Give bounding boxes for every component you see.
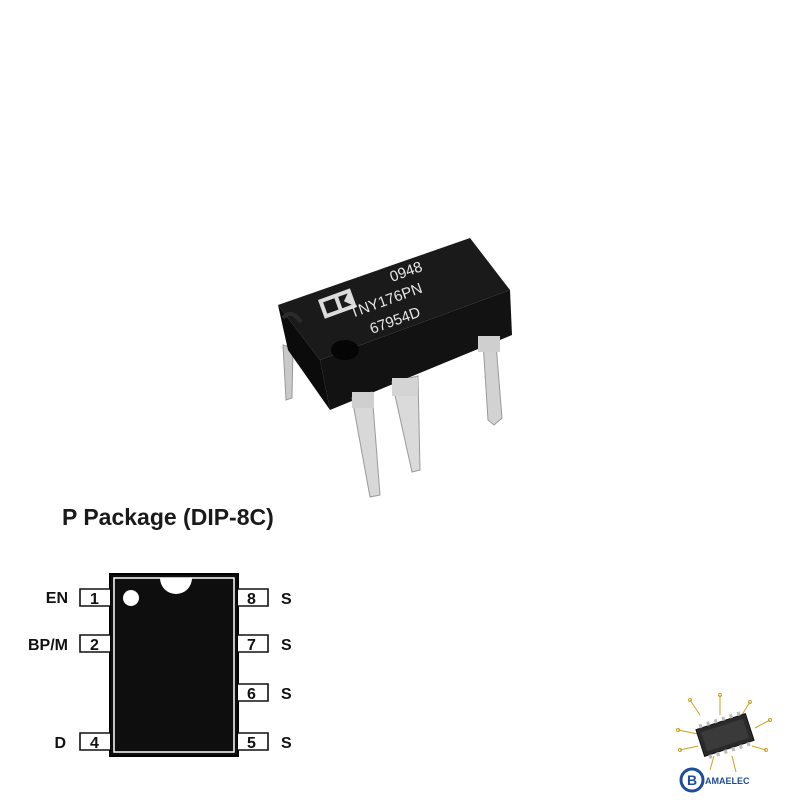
pin-number: 7 — [247, 637, 256, 654]
ic-notch — [160, 578, 192, 594]
ic-body-outline — [113, 577, 235, 753]
pin-number: 8 — [247, 591, 256, 608]
pin-number: 1 — [90, 591, 99, 608]
pin-name: EN — [46, 590, 68, 607]
pin-4: 4 D — [54, 732, 110, 752]
pin-6: 6 S — [238, 683, 292, 703]
pin-number: 5 — [247, 735, 256, 752]
pin-8: 8 S — [238, 588, 292, 608]
pin-name: D — [54, 735, 66, 752]
pin-name: S — [281, 637, 292, 654]
chip-leg — [482, 341, 503, 426]
pin-name: S — [281, 686, 292, 703]
chip-leg-shoulder — [392, 378, 418, 396]
pin1-dot — [123, 590, 139, 606]
chip-notch — [281, 311, 303, 324]
pin-5: 5 S — [238, 732, 292, 752]
chip-photo: 0948 TNY176PN 67954D — [278, 238, 512, 498]
brand-letter: B — [687, 772, 697, 788]
chip-body-front — [278, 305, 330, 410]
pin-number: 6 — [247, 686, 256, 703]
pin-number: 4 — [90, 735, 99, 752]
chip-leg-shoulder — [352, 392, 374, 408]
brand-name: AMAELEC — [705, 776, 750, 786]
pin-name: S — [281, 591, 292, 608]
package-title: P Package (DIP-8C) — [62, 504, 274, 530]
brand-logo: B AMAELEC — [676, 693, 772, 793]
chip-leg-shoulder — [478, 336, 500, 352]
pin-2: 2 BP/M — [28, 634, 110, 654]
pin-name: S — [281, 735, 292, 752]
chip-body-side — [320, 290, 512, 410]
pin-number: 2 — [90, 637, 99, 654]
chip-logo — [318, 288, 357, 319]
pin-name: BP/M — [28, 637, 68, 654]
brand-letter-circle — [679, 767, 705, 793]
ic-body — [109, 573, 239, 757]
pin-7: 7 S — [238, 634, 292, 654]
chip-dimple — [331, 340, 359, 360]
logo-chip-icon — [695, 711, 755, 759]
pin-1: 1 EN — [46, 588, 110, 608]
circuit-traces-icon — [676, 693, 772, 773]
chip-body-top — [278, 238, 510, 360]
